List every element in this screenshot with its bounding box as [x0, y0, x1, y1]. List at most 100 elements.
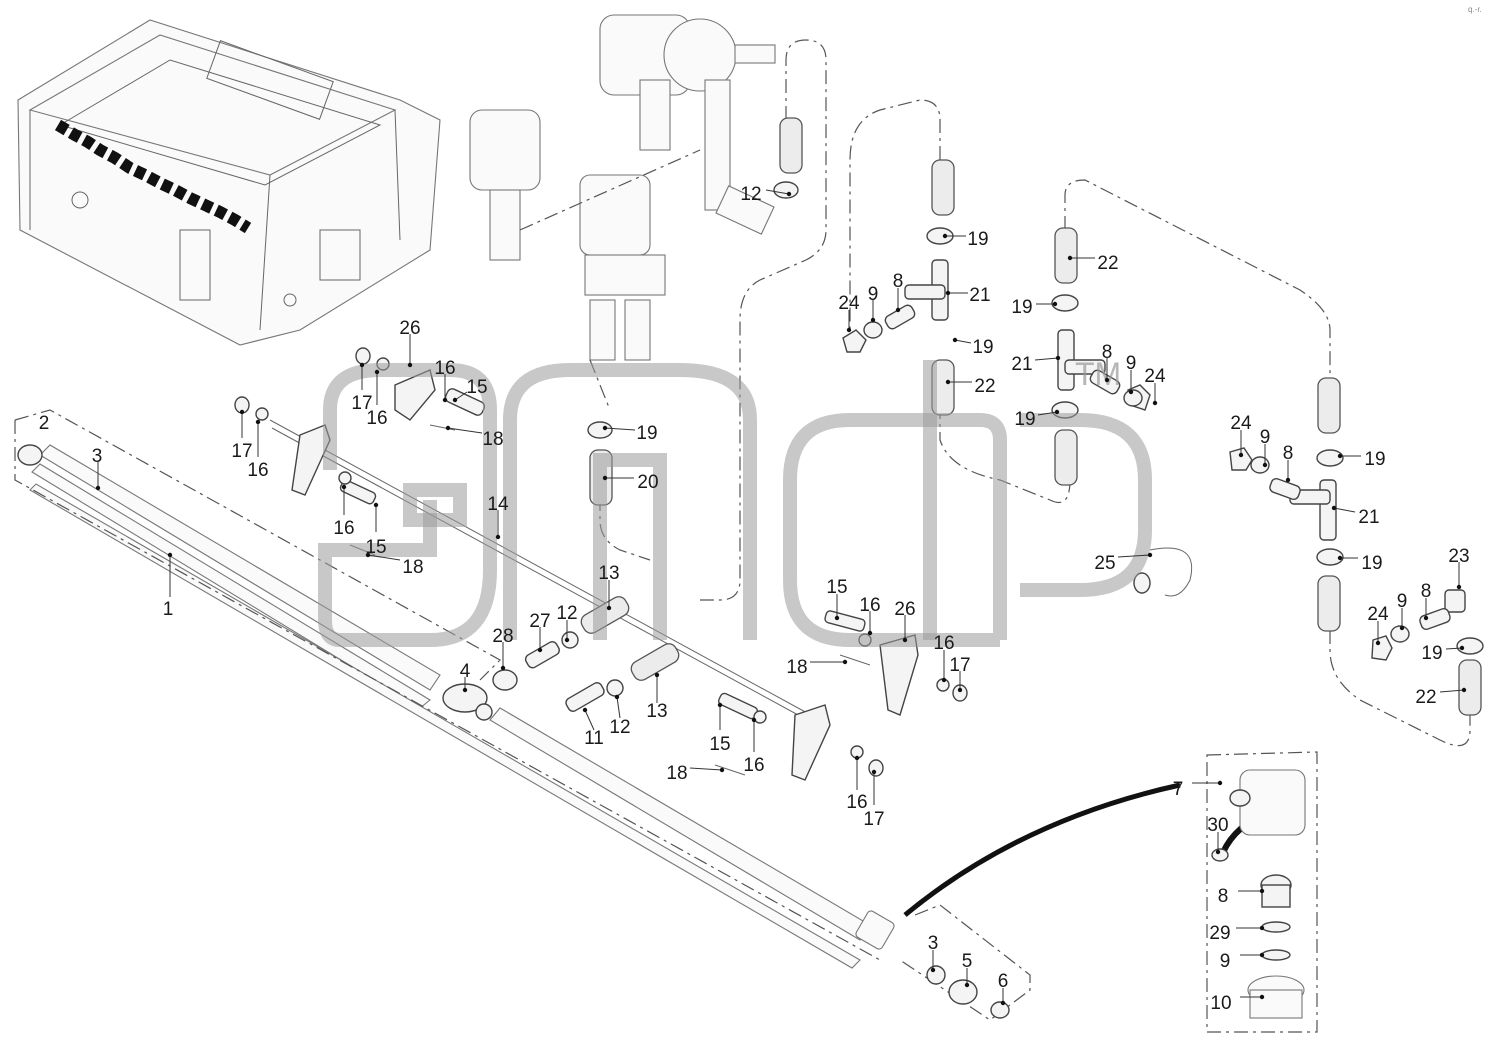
leader-dot-19	[602, 425, 608, 431]
leader-dot-19	[942, 233, 948, 239]
callout-22: 22	[1415, 687, 1436, 708]
leader-dot-19	[1337, 555, 1343, 561]
callout-24: 24	[1230, 413, 1252, 434]
callout-19: 19	[1011, 297, 1032, 318]
callout-20: 20	[637, 472, 658, 493]
callout-19: 19	[1364, 449, 1385, 470]
callout-9: 9	[868, 284, 879, 305]
leader-line-19	[1445, 647, 1463, 650]
leader-line-21	[1333, 507, 1356, 513]
leader-dot-1	[167, 552, 173, 558]
leader-dot-30	[1215, 849, 1221, 855]
leader-dot-3	[930, 967, 936, 973]
leader-dot-7	[1217, 780, 1223, 786]
leader-dot-16	[867, 630, 873, 636]
callout-16: 16	[434, 358, 455, 379]
boom-pipes	[14, 409, 1031, 1021]
callout-15: 15	[709, 734, 730, 755]
leader-dot-8	[895, 307, 901, 313]
callout-19: 19	[967, 229, 988, 250]
callout-17: 17	[863, 809, 884, 830]
leader-dot-28	[500, 665, 506, 671]
leader-line-25	[1117, 554, 1151, 558]
leader-dot-9	[1399, 625, 1405, 631]
leader-dot-6	[1000, 1000, 1006, 1006]
watermark-logo: TM	[318, 356, 1152, 647]
callout-12: 12	[609, 717, 630, 738]
leader-dot-18	[719, 767, 725, 773]
leader-line-11	[584, 709, 595, 731]
leader-dot-10	[1259, 994, 1265, 1000]
callout-9: 9	[1126, 353, 1137, 374]
callout-16: 16	[743, 755, 764, 776]
leader-line-18	[447, 427, 483, 434]
callout-1: 1	[163, 599, 174, 620]
leader-line-15	[454, 391, 468, 401]
callout-28: 28	[492, 626, 513, 647]
callout-13: 13	[598, 563, 619, 584]
leader-dot-19	[1054, 409, 1060, 415]
callout-24: 24	[1367, 604, 1389, 625]
callout-8: 8	[1102, 342, 1113, 363]
leader-dot-16	[442, 397, 448, 403]
callout-26: 26	[894, 599, 915, 620]
fittings	[234, 181, 1484, 781]
corner-mark: q.-r.	[1468, 5, 1482, 14]
leader-dot-21	[1331, 505, 1337, 511]
leader-dot-9	[870, 317, 876, 323]
callout-22: 22	[1097, 253, 1118, 274]
leader-dot-18	[365, 552, 371, 558]
valve-assembly	[469, 14, 776, 411]
leader-dot-15	[717, 702, 723, 708]
callout-19: 19	[636, 423, 657, 444]
callout-16: 16	[846, 792, 867, 813]
leader-line-22	[1439, 689, 1465, 693]
leader-dot-15	[373, 502, 379, 508]
leader-dot-3	[95, 485, 101, 491]
trademark-mark: TM	[1075, 356, 1121, 392]
callout-26: 26	[399, 318, 420, 339]
leader-dot-8	[1259, 888, 1265, 894]
leader-dot-22	[945, 379, 951, 385]
leader-line-18	[689, 767, 723, 771]
leader-dot-24	[1375, 640, 1381, 646]
leader-dot-25	[1147, 552, 1153, 558]
callout-19: 19	[1361, 553, 1382, 574]
callout-8: 8	[1421, 581, 1432, 602]
callout-19: 19	[1421, 643, 1442, 664]
callout-19: 19	[1014, 409, 1035, 430]
machine-body-assembly	[17, 19, 441, 346]
callout-15: 15	[365, 537, 386, 558]
callout-19: 19	[972, 337, 993, 358]
callout-25: 25	[1094, 553, 1115, 574]
callout-11: 11	[584, 728, 604, 749]
callout-8: 8	[1218, 886, 1229, 907]
callout-5: 5	[962, 951, 973, 972]
callout-12: 12	[740, 184, 761, 205]
leader-dot-15	[452, 397, 458, 403]
callout-8: 8	[1283, 443, 1294, 464]
leader-dot-13	[606, 605, 612, 611]
leader-dot-11	[582, 707, 588, 713]
callout-4: 4	[460, 661, 471, 682]
callout-8: 8	[893, 271, 904, 292]
callout-21: 21	[969, 285, 990, 306]
callout-18: 18	[482, 429, 503, 450]
callout-22: 22	[974, 376, 995, 397]
leader-dot-17	[871, 769, 877, 775]
callout-17: 17	[231, 441, 252, 462]
callout-21: 21	[1358, 507, 1379, 528]
callout-17: 17	[351, 393, 372, 414]
leader-dot-24	[1238, 452, 1244, 458]
leader-line-19	[604, 427, 636, 431]
callout-13: 13	[646, 701, 667, 722]
leader-line-18	[367, 554, 401, 561]
callout-6: 6	[998, 971, 1009, 992]
leader-dot-16	[374, 369, 380, 375]
leader-dot-12	[564, 637, 570, 643]
callout-12: 12	[556, 603, 577, 624]
leader-dot-8	[1104, 377, 1110, 383]
